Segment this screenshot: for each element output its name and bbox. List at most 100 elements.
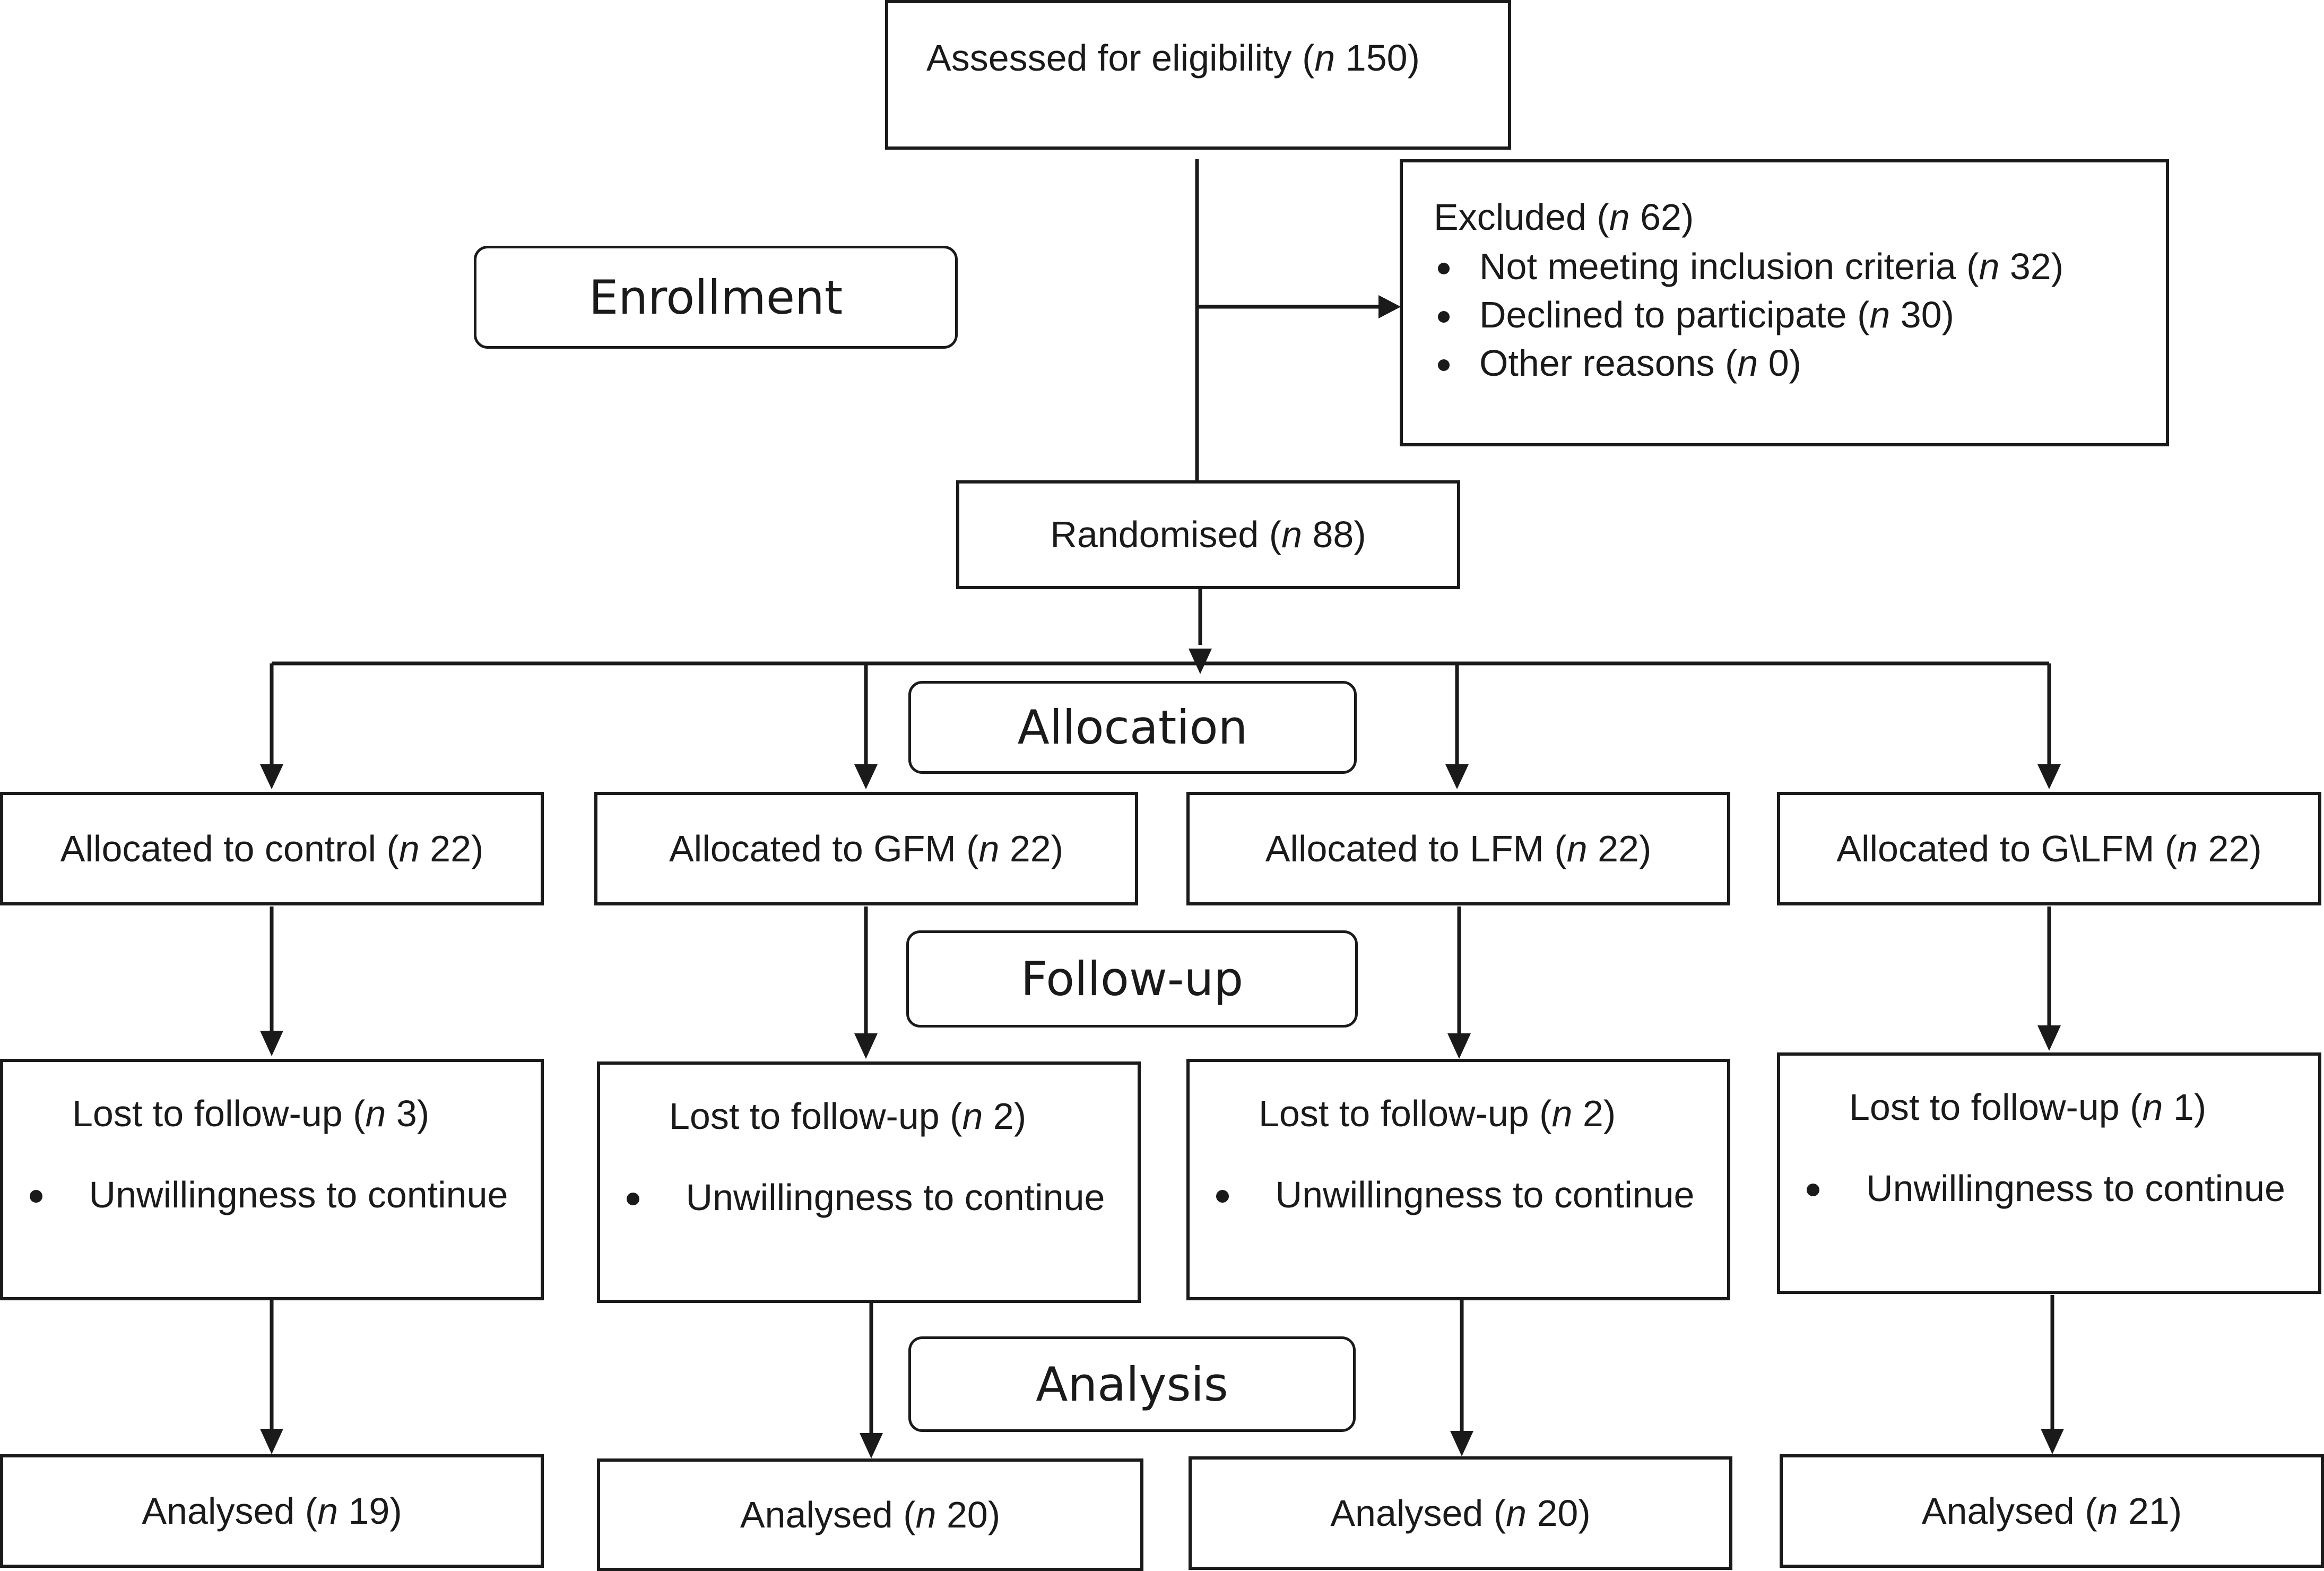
stage-allocation: Allocation	[908, 681, 1357, 774]
randomised-n-symbol: n	[1281, 514, 1303, 555]
lost-n-symbol: n	[962, 1095, 983, 1137]
excluded-reason-n: 30	[1900, 294, 1942, 335]
lost-label: Lost to follow-up (	[669, 1095, 962, 1137]
analysed-n: 20	[1537, 1492, 1579, 1534]
assessed-label: Assessed for eligibility (	[926, 37, 1315, 79]
lost-heading: Lost to follow-up (n 2)	[669, 1092, 1127, 1141]
lost-n-symbol: n	[2142, 1086, 2163, 1128]
lost-box-glfm: Lost to follow-up (n 1) Unwillingness to…	[1777, 1052, 2321, 1294]
assessed-n: 150	[1345, 37, 1408, 79]
arrowhead-splitter	[1189, 649, 1212, 674]
lost-n: 2	[993, 1095, 1014, 1137]
lost-n: 2	[1582, 1093, 1603, 1134]
allocated-box-lfm: Allocated to LFM (n 22)	[1186, 792, 1730, 905]
analysed-n-symbol: n	[317, 1490, 339, 1532]
analysed-n-symbol: n	[1506, 1492, 1527, 1534]
arrowhead-excluded	[1378, 295, 1401, 318]
stage-analysis: Analysis	[908, 1336, 1356, 1432]
allocated-n: 22	[2208, 827, 2250, 869]
excluded-n-symbol: n	[1609, 196, 1630, 238]
analysed-box-control: Analysed (n 19)	[0, 1454, 544, 1568]
stage-follow-up-label: Follow-up	[1020, 952, 1244, 1006]
lost-close: )	[1603, 1093, 1616, 1134]
allocated-label: Allocated to control (	[60, 827, 399, 869]
stage-analysis-label: Analysis	[1036, 1357, 1228, 1412]
allocated-n-symbol: n	[2177, 827, 2198, 869]
analysed-box-gfm: Analysed (n 20)	[597, 1458, 1143, 1571]
stage-enrollment-label: Enrollment	[588, 270, 843, 325]
excluded-reasons: Not meeting inclusion criteria (n 32) De…	[1434, 243, 2166, 387]
randomised-box: Randomised (n 88)	[956, 480, 1460, 589]
lost-reason: Unwillingness to continue	[600, 1173, 1127, 1222]
analysed-n-symbol: n	[2097, 1490, 2118, 1532]
assessed-box: Assessed for eligibility (n 150)	[885, 0, 1511, 150]
arrowhead-alloc-glfm	[2037, 764, 2061, 789]
allocated-n-symbol: n	[398, 827, 420, 869]
allocated-close: )	[1051, 827, 1064, 869]
excluded-reason-label: Not meeting inclusion criteria (	[1479, 246, 1979, 287]
allocated-close: )	[2249, 827, 2262, 869]
excluded-reason-item: Not meeting inclusion criteria (n 32)	[1434, 243, 2166, 291]
randomised-close: )	[1354, 514, 1366, 555]
excluded-reason-close: )	[1941, 294, 1954, 335]
lost-n: 3	[396, 1093, 417, 1134]
excluded-n: 62	[1640, 196, 1681, 238]
arrowhead-lost-glfm	[2037, 1025, 2061, 1051]
excluded-reason-n-symbol: n	[1979, 246, 2000, 287]
excluded-reason-n-symbol: n	[1869, 294, 1891, 335]
analysed-label: Analysed (	[1330, 1492, 1506, 1534]
excluded-reason-n-symbol: n	[1737, 342, 1758, 384]
excluded-label: Excluded (	[1434, 196, 1609, 238]
assessed-close: )	[1407, 37, 1420, 79]
stage-enrollment: Enrollment	[474, 246, 958, 349]
allocated-n: 22	[1009, 827, 1051, 869]
lost-close: )	[417, 1093, 430, 1134]
analysed-n-symbol: n	[915, 1494, 936, 1535]
allocated-label: Allocated to GFM (	[669, 827, 979, 869]
assessed-n-symbol: n	[1314, 37, 1336, 79]
allocated-label: Allocated to G\LFM (	[1836, 827, 2178, 869]
allocated-n: 22	[430, 827, 472, 869]
arrowhead-analysed-glfm	[2041, 1429, 2064, 1454]
stage-follow-up: Follow-up	[906, 930, 1358, 1028]
allocated-label: Allocated to LFM (	[1265, 827, 1567, 869]
lost-label: Lost to follow-up (	[72, 1093, 366, 1134]
lost-label: Lost to follow-up (	[1259, 1093, 1552, 1134]
allocated-n-symbol: n	[978, 827, 1000, 869]
excluded-reason-item: Other reasons (n 0)	[1434, 339, 2166, 387]
lost-box-gfm: Lost to follow-up (n 2) Unwillingness to…	[597, 1061, 1141, 1303]
allocated-close: )	[471, 827, 484, 869]
excluded-reason-close: )	[2051, 246, 2064, 287]
allocated-box-glfm: Allocated to G\LFM (n 22)	[1777, 792, 2321, 905]
analysed-n: 20	[946, 1494, 988, 1535]
analysed-n: 19	[348, 1490, 390, 1532]
excluded-reason-label: Declined to participate (	[1479, 294, 1870, 335]
analysed-box-lfm: Analysed (n 20)	[1189, 1456, 1732, 1570]
lost-reason: Unwillingness to continue	[1190, 1171, 1716, 1219]
excluded-reason-n: 0	[1768, 342, 1789, 384]
arrowhead-analysed-lfm	[1450, 1431, 1473, 1456]
lost-box-control: Lost to follow-up (n 3) Unwillingness to…	[0, 1059, 544, 1300]
lost-heading: Lost to follow-up (n 2)	[1259, 1090, 1716, 1138]
lost-n: 1	[2173, 1086, 2194, 1128]
allocated-close: )	[1638, 827, 1652, 869]
lost-n-symbol: n	[1551, 1093, 1573, 1134]
excluded-reason-label: Other reasons (	[1479, 342, 1738, 384]
excluded-reason-close: )	[1789, 342, 1801, 384]
analysed-box-glfm: Analysed (n 21)	[1780, 1454, 2324, 1568]
allocated-n-symbol: n	[1566, 827, 1588, 869]
arrowhead-lost-control	[260, 1031, 283, 1056]
randomised-n: 88	[1312, 514, 1354, 555]
lost-close: )	[2193, 1086, 2207, 1128]
arrowhead-alloc-lfm	[1445, 764, 1469, 789]
excluded-close: )	[1681, 196, 1694, 238]
arrowhead-lost-lfm	[1447, 1033, 1471, 1059]
analysed-n: 21	[2128, 1490, 2170, 1532]
allocated-box-control: Allocated to control (n 22)	[0, 792, 544, 905]
arrowhead-analysed-gfm	[860, 1433, 883, 1458]
analysed-label: Analysed (	[142, 1490, 318, 1532]
analysed-close: )	[987, 1494, 1001, 1535]
excluded-heading: Excluded (n 62)	[1434, 193, 2166, 241]
